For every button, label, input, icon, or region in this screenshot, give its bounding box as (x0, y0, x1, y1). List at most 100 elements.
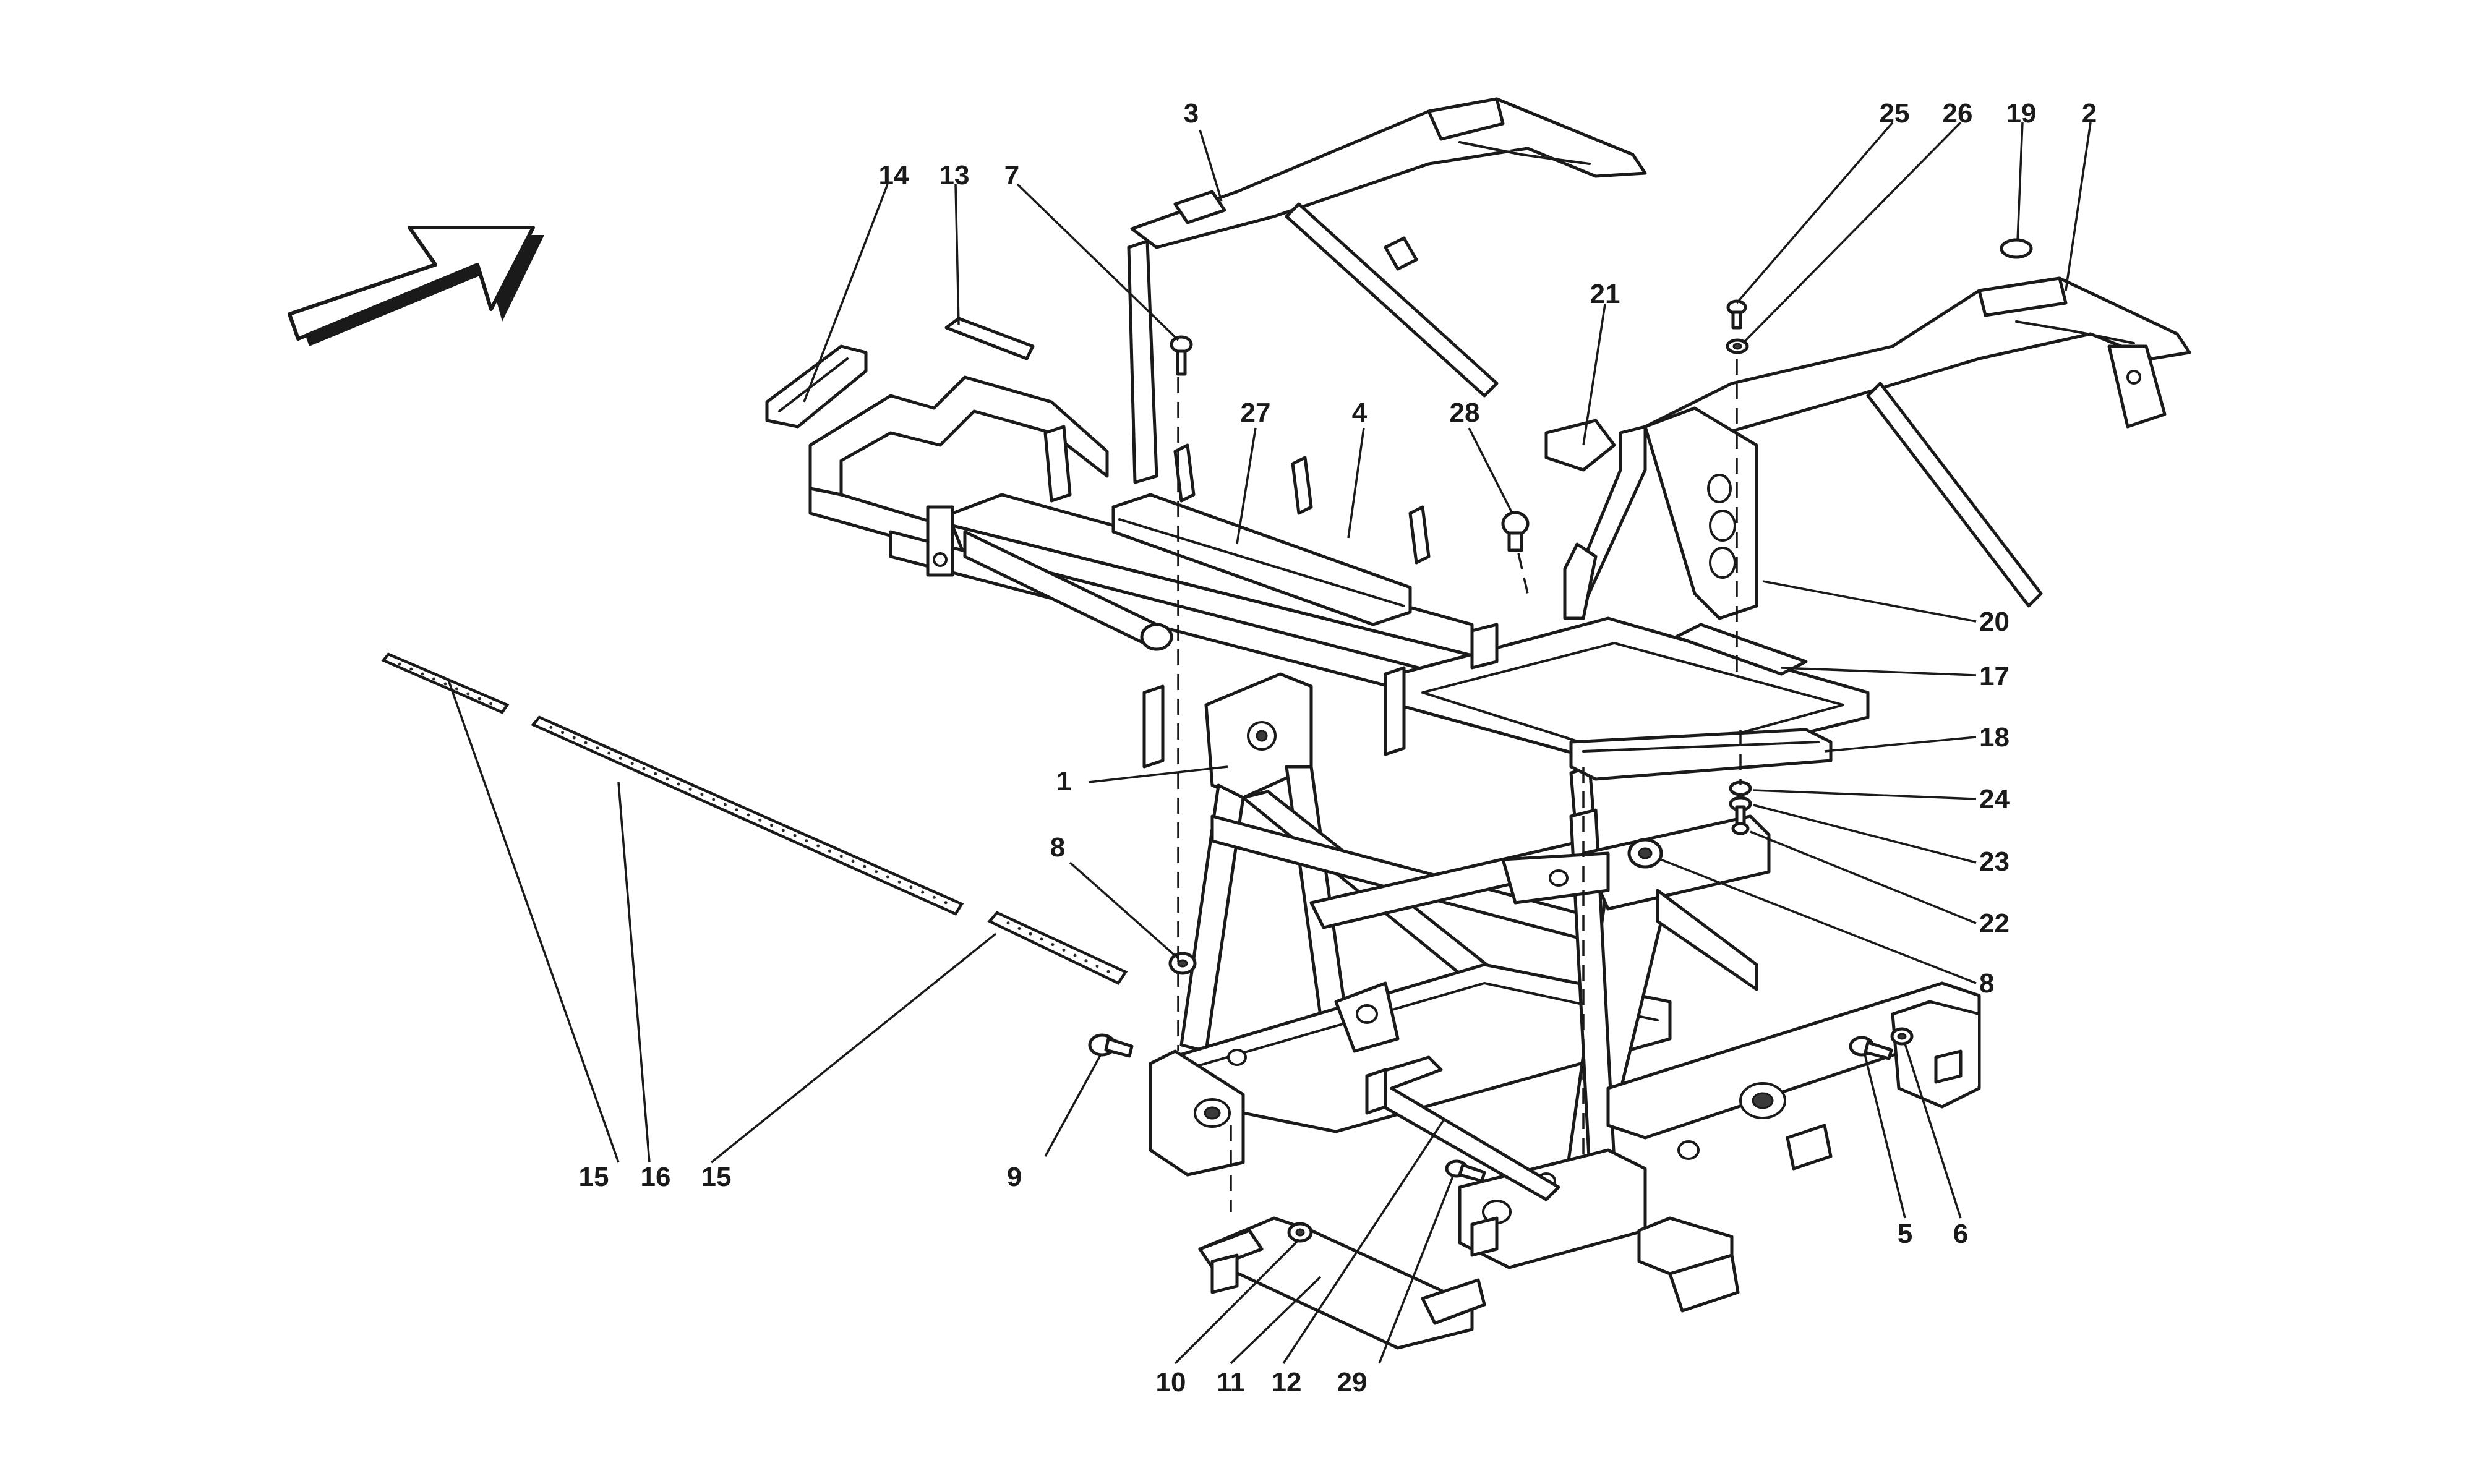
strip-texture-dot (443, 682, 447, 686)
strip-texture-dot (816, 844, 820, 848)
part-3-arm (1130, 97, 1647, 398)
lower-main-frame (1149, 672, 1981, 1313)
callout-15-right: 15 (701, 1162, 732, 1192)
leader-lines (447, 121, 2092, 1365)
strip-texture-dot (700, 793, 704, 796)
strip-texture-dot (770, 824, 774, 827)
callout-21: 21 (1590, 279, 1620, 309)
strip-texture-dot (642, 767, 646, 770)
strip-texture-dot (1095, 965, 1099, 968)
callout-1: 1 (1056, 766, 1071, 796)
strip-texture-dot (1062, 948, 1066, 952)
callout-24: 24 (1979, 784, 2010, 814)
part-2-arm (1643, 238, 2191, 608)
strip-texture-dot (1040, 937, 1043, 941)
callout-25: 25 (1880, 98, 1910, 129)
callout-23: 23 (1979, 846, 2010, 877)
strip-texture-dot (735, 808, 738, 812)
callout-6: 6 (1953, 1219, 1968, 1249)
strip-texture (398, 662, 1110, 973)
part-13 (944, 317, 1035, 360)
strip-texture-dot (549, 725, 553, 729)
strip-texture-dot (839, 855, 843, 858)
callout-27: 27 (1241, 398, 1271, 428)
strip-texture-dot (1073, 953, 1077, 957)
callout-19: 19 (2006, 98, 2037, 129)
strip-texture-dot (909, 885, 913, 889)
strip-texture-dot (630, 762, 634, 765)
strip-texture-dot (921, 890, 925, 894)
strip-texture-dot (897, 880, 901, 884)
part-11-crossbar (1198, 1216, 1486, 1350)
strip-texture-dot (477, 697, 481, 701)
strip-texture-dot (793, 834, 797, 837)
callout-11: 11 (1217, 1367, 1246, 1397)
strip-texture-dot (1006, 921, 1010, 925)
strip-texture-dot (421, 672, 424, 676)
part-12-stand (1365, 1055, 1560, 1201)
direction-arrow-icon (288, 226, 544, 346)
callout-28: 28 (1450, 398, 1480, 428)
callout-20: 20 (1979, 607, 2010, 637)
strip-texture-dot (712, 798, 716, 801)
strip-texture-dot (863, 864, 867, 868)
callout-9: 9 (1007, 1162, 1022, 1192)
callout-4: 4 (1352, 398, 1368, 428)
callout-17: 17 (1979, 661, 2010, 691)
callout-labels: 3 2 25 26 19 14 13 7 21 27 4 28 20 17 18… (579, 98, 2097, 1397)
callout-12: 12 (1272, 1367, 1302, 1397)
callout-16: 16 (641, 1162, 671, 1192)
strip-texture-dot (1017, 927, 1021, 930)
strip-texture-dot (432, 677, 436, 681)
part-14 (765, 344, 868, 429)
callout-15-left: 15 (579, 1162, 609, 1192)
callout-5: 5 (1898, 1219, 1912, 1249)
strip-texture-dot (1029, 932, 1032, 936)
strip-texture-dot (932, 895, 936, 899)
callout-26: 26 (1943, 98, 1973, 129)
center-box-frame (1384, 542, 1870, 849)
strip-texture-dot (886, 875, 889, 879)
callout-29: 29 (1337, 1367, 1368, 1397)
callout-10: 10 (1156, 1367, 1186, 1397)
strip-texture-dot (944, 901, 948, 905)
strip-texture-dot (677, 782, 680, 786)
strip-texture-dot (781, 829, 785, 832)
strip-texture-dot (666, 777, 669, 781)
strip-texture-dot (1084, 959, 1088, 963)
callout-22: 22 (1979, 908, 2010, 939)
strip-texture-dot (688, 787, 692, 791)
strip-texture-dot (654, 772, 657, 775)
fasteners (1088, 238, 2033, 1243)
callout-14: 14 (879, 160, 909, 190)
callout-2: 2 (2082, 98, 2097, 129)
strip-texture-dot (607, 751, 611, 755)
callout-7: 7 (1004, 160, 1019, 190)
strip-texture-dot (466, 692, 470, 696)
strip-texture-dot (618, 756, 622, 760)
callout-8-left: 8 (1050, 832, 1065, 863)
assembly-dash-lines (1177, 359, 1742, 1212)
seal-strip-15-lower (987, 911, 1128, 985)
callout-13: 13 (940, 160, 970, 190)
upper-frame-assembly (808, 239, 1492, 769)
strip-texture-dot (596, 746, 599, 750)
part-17-plate (1674, 623, 1808, 676)
strip-texture-dot (758, 818, 762, 822)
part-18-plate (1569, 728, 1833, 781)
strip-texture-dot (561, 731, 565, 735)
strip-texture-dot (1051, 943, 1055, 947)
strip-texture-dot (1106, 970, 1110, 973)
strip-texture-dot (398, 662, 401, 666)
callout-3: 3 (1184, 98, 1199, 129)
strip-texture-dot (455, 687, 458, 691)
strip-texture-dot (747, 813, 750, 817)
strip-texture-dot (409, 667, 413, 671)
strip-texture-dot (875, 870, 878, 874)
callout-18: 18 (1979, 722, 2010, 753)
strip-texture-dot (828, 849, 831, 853)
strip-texture-dot (723, 803, 727, 806)
strip-texture-dot (572, 736, 576, 740)
